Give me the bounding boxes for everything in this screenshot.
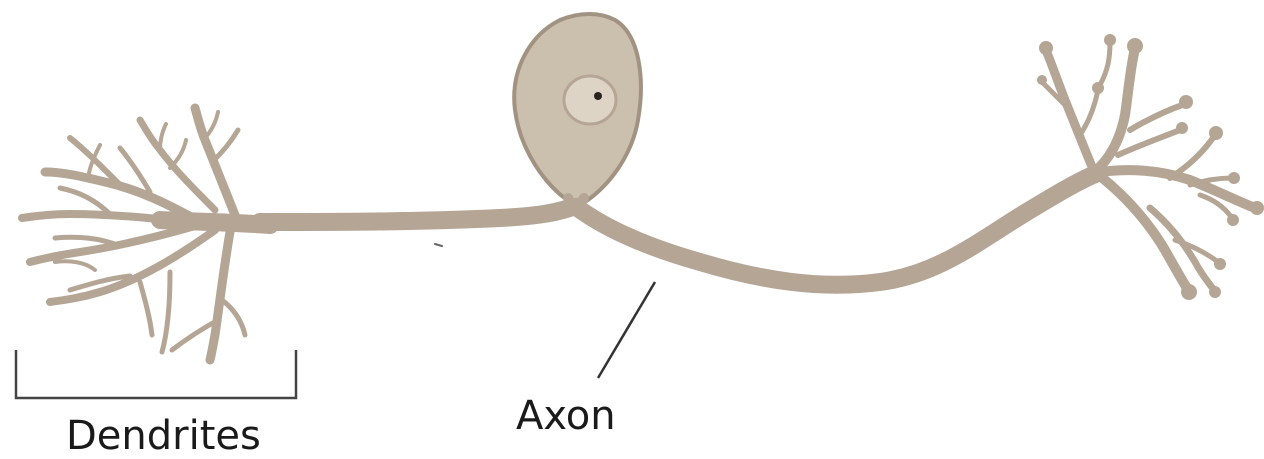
dendrite-tree xyxy=(22,108,270,360)
nucleolus xyxy=(594,92,602,100)
axon-leader-line xyxy=(598,282,655,378)
axon xyxy=(575,172,1100,285)
dendrites-label: Dendrites xyxy=(66,416,261,456)
proximal-process xyxy=(260,206,575,222)
axon-label: Axon xyxy=(516,396,616,436)
axon-terminals xyxy=(1042,42,1255,290)
neuron xyxy=(22,14,1264,360)
nucleus xyxy=(564,76,616,124)
cell-body xyxy=(514,14,641,205)
dendrites-bracket xyxy=(16,350,296,398)
